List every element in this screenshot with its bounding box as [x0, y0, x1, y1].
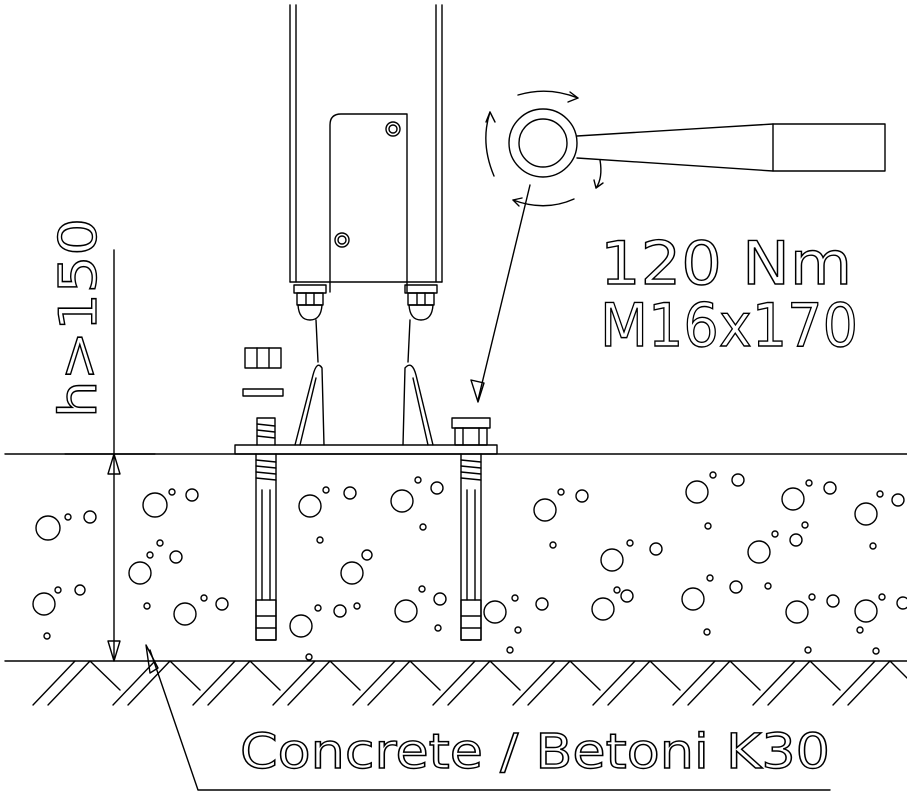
concrete-label-leader-arrow — [145, 644, 159, 674]
anchor-bolt-right — [460, 453, 482, 641]
rotation-arrows — [485, 90, 604, 207]
concrete-label-leader — [149, 649, 831, 791]
height-dimension — [64, 249, 156, 662]
mounted-nut — [451, 417, 491, 446]
washer-part — [242, 388, 284, 397]
torque-label: 120 Nm — [600, 229, 852, 299]
material-label: Concrete / Betoni K30 — [240, 724, 830, 780]
nut-part — [244, 347, 282, 369]
post-column — [289, 4, 443, 293]
concrete-aggregate — [32, 471, 907, 661]
leveling-foot-right — [404, 284, 438, 363]
ground-hatching — [32, 660, 907, 706]
torque-wrench — [508, 108, 886, 178]
leveling-foot-left — [293, 284, 327, 363]
wrench-leader-arrow — [470, 184, 531, 403]
bolt-spec-label: M16x170 — [600, 291, 858, 361]
height-label: h>150 — [49, 218, 109, 418]
anchor-bolt-left — [255, 417, 277, 641]
